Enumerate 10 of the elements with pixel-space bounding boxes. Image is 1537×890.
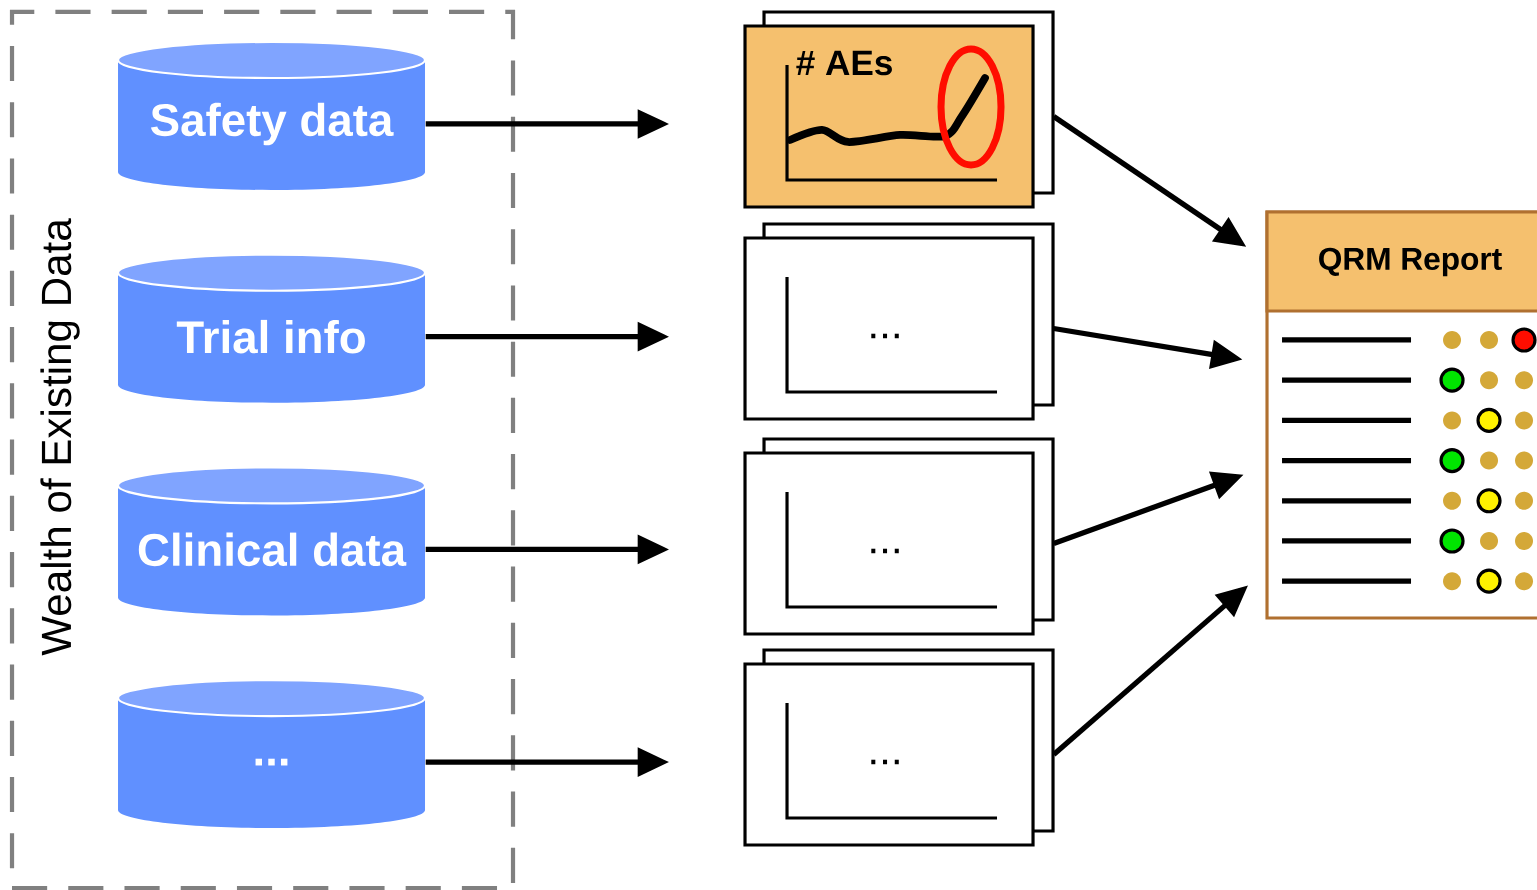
database-cylinder: ... (116, 679, 427, 829)
chart-card: ... (743, 648, 1055, 847)
database-cylinder: Safety data (116, 40, 427, 190)
chart-card: ... (743, 437, 1055, 636)
database-cylinder: Clinical data (116, 466, 427, 616)
report-panel: QRM Report (1265, 210, 1537, 620)
vertical-label: Wealth of Existing Data (40, 218, 80, 656)
chart-card: ... (743, 222, 1055, 421)
database-cylinder: Trial info (116, 253, 427, 403)
chart-card: # AEs (743, 10, 1055, 209)
